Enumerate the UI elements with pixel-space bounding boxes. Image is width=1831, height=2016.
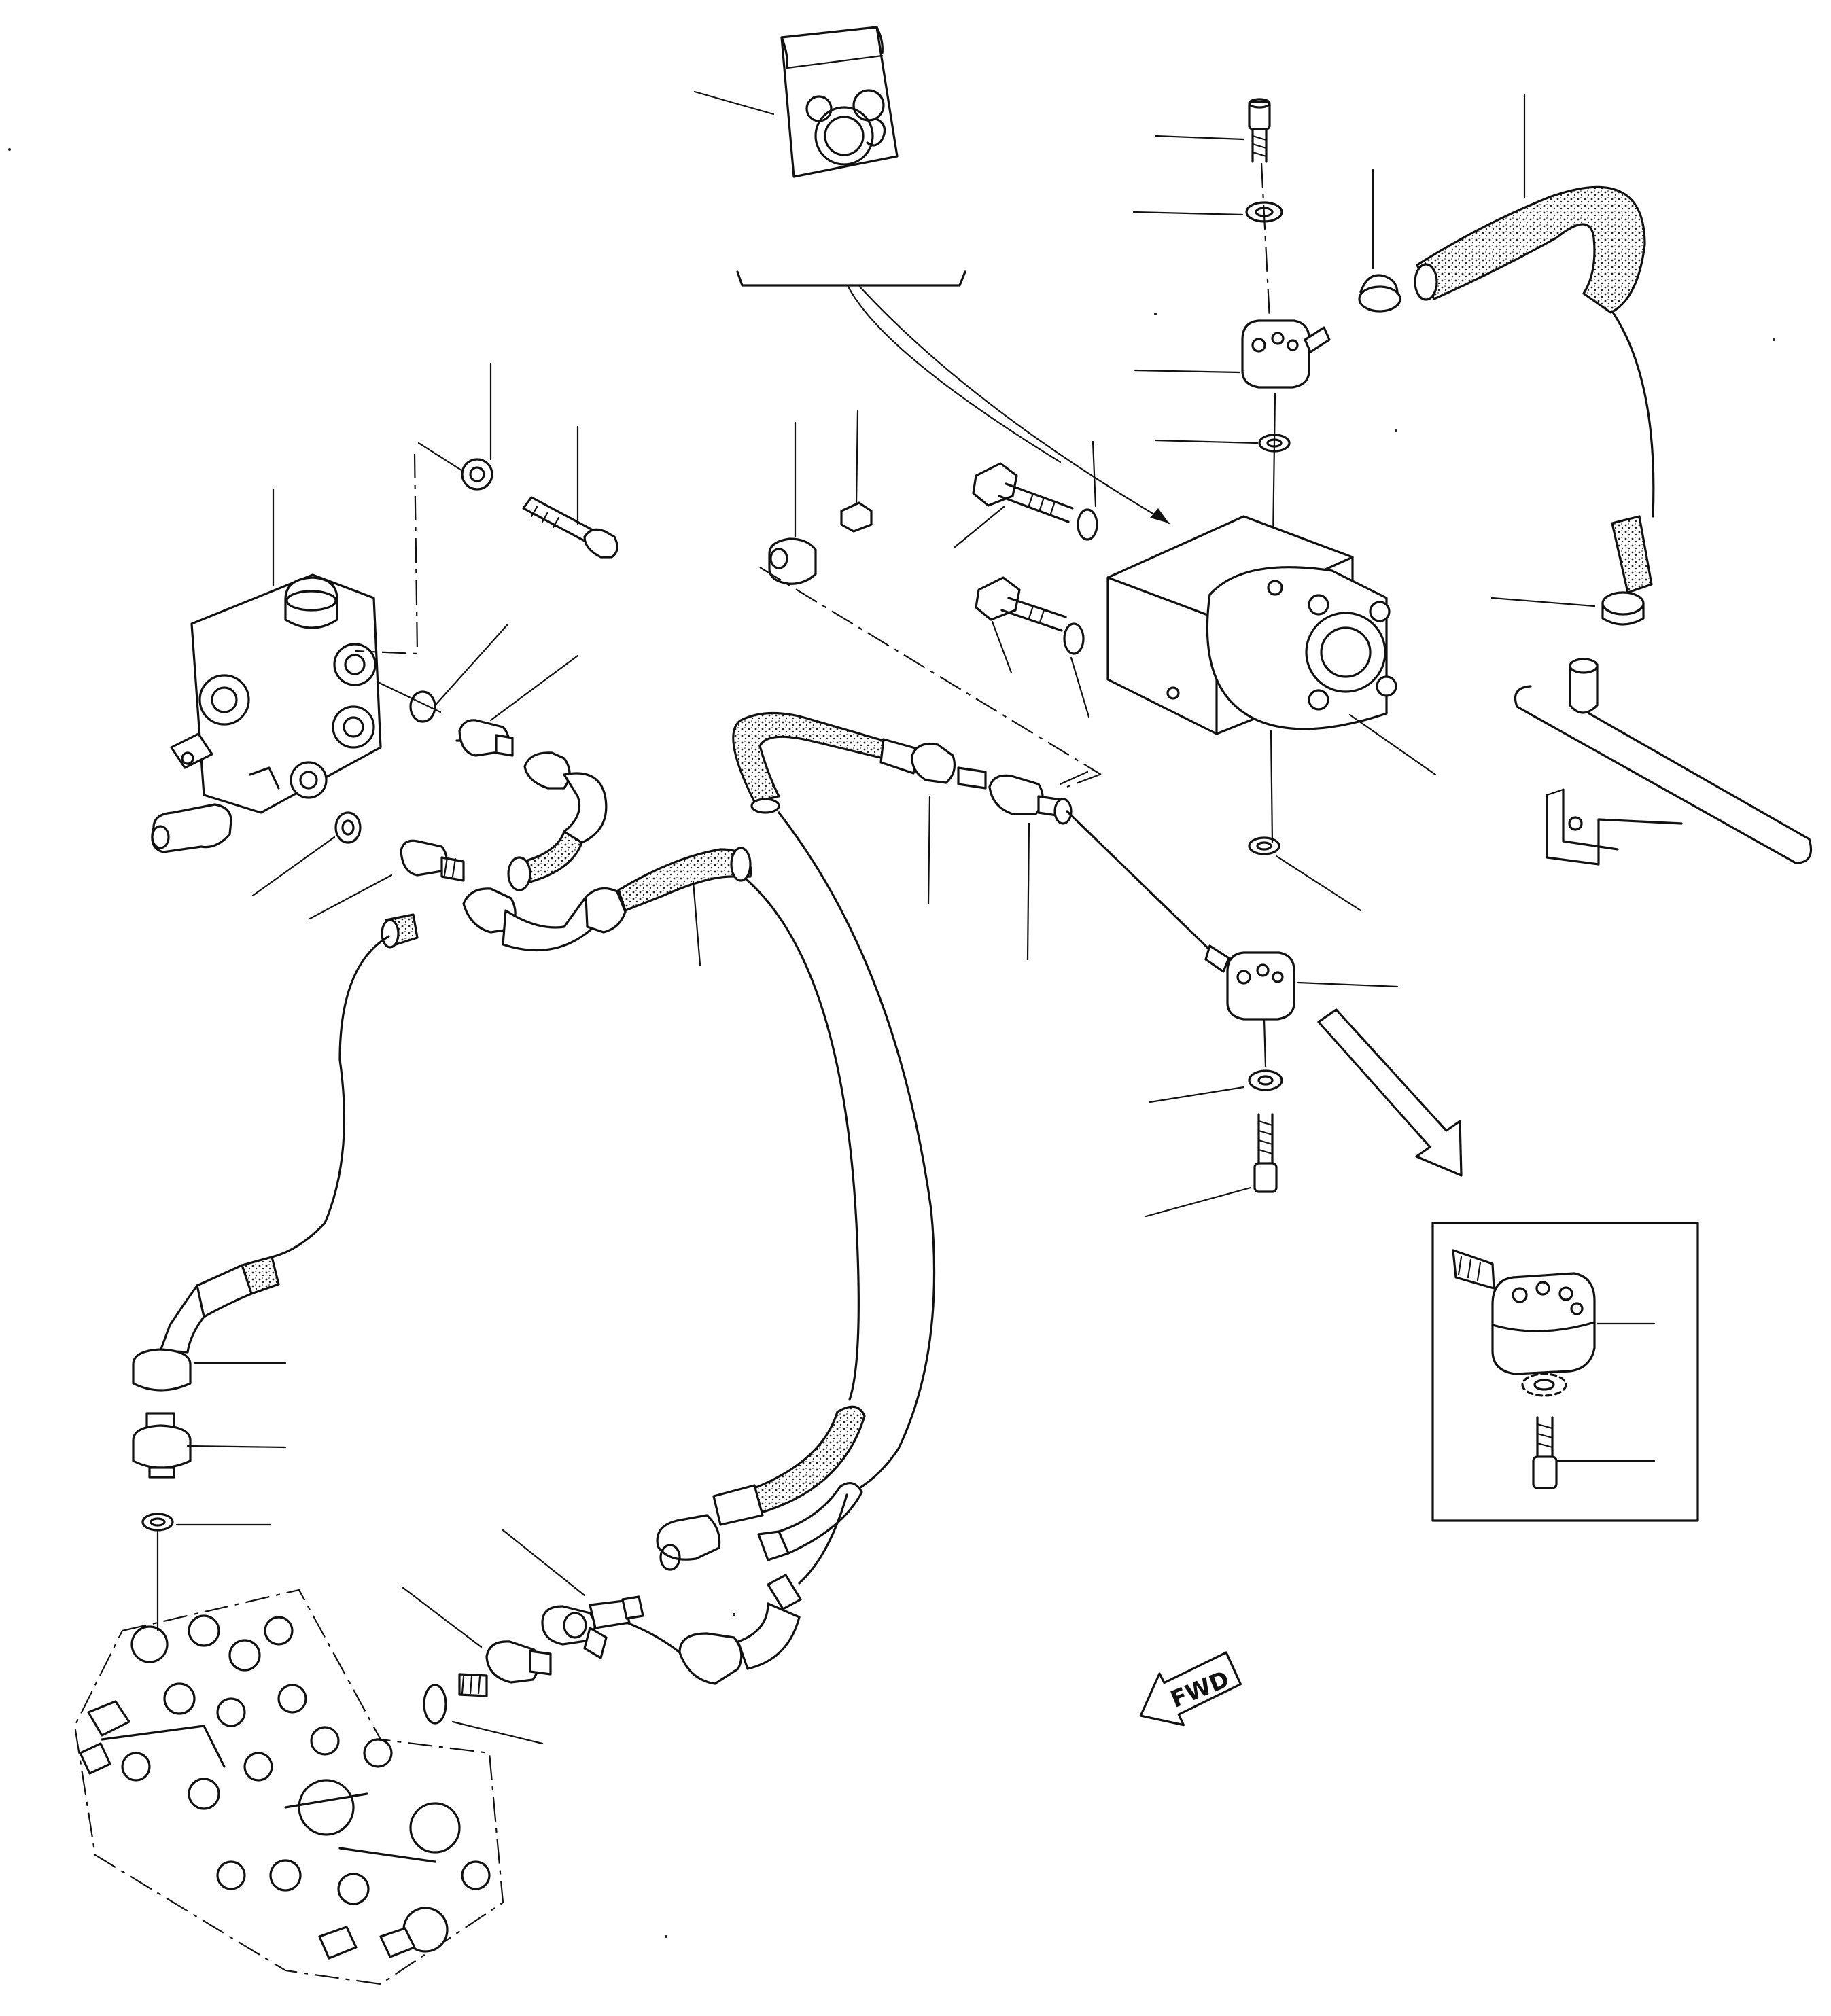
seal-kit-bag-icon bbox=[693, 26, 899, 178]
pump-nut-and-screw bbox=[759, 410, 1102, 775]
pump-mounting-bolts bbox=[954, 440, 1098, 718]
pilot-line-loop bbox=[271, 811, 936, 1496]
return-hose-upper bbox=[1358, 94, 1655, 626]
inset-direction-arrow bbox=[1317, 1008, 1463, 1177]
valve-lower-fittings bbox=[251, 811, 465, 949]
valve-bolt-set bbox=[417, 362, 618, 559]
control-valve-bank bbox=[73, 1589, 504, 1985]
return-hose-lower bbox=[610, 1405, 866, 1685]
fwd-arrow-icon: FWD bbox=[1139, 1651, 1242, 1727]
pressure-hose-upper bbox=[732, 711, 1210, 961]
detail-inset-icon bbox=[1431, 1222, 1699, 1522]
upper-fitting-stack bbox=[1132, 98, 1331, 590]
supply-hose-elbow bbox=[462, 847, 752, 966]
lower-left-elbow bbox=[132, 1256, 287, 1632]
hydraulic-pump bbox=[1106, 515, 1437, 844]
assembly-bracket bbox=[736, 270, 1170, 525]
tank-tube-bracket bbox=[1514, 658, 1813, 866]
flow-divider-valve bbox=[151, 453, 419, 853]
lower-fitting-stack bbox=[1145, 836, 1399, 1218]
valve-port-fittings bbox=[377, 624, 608, 891]
tee-fitting bbox=[401, 1529, 644, 1745]
